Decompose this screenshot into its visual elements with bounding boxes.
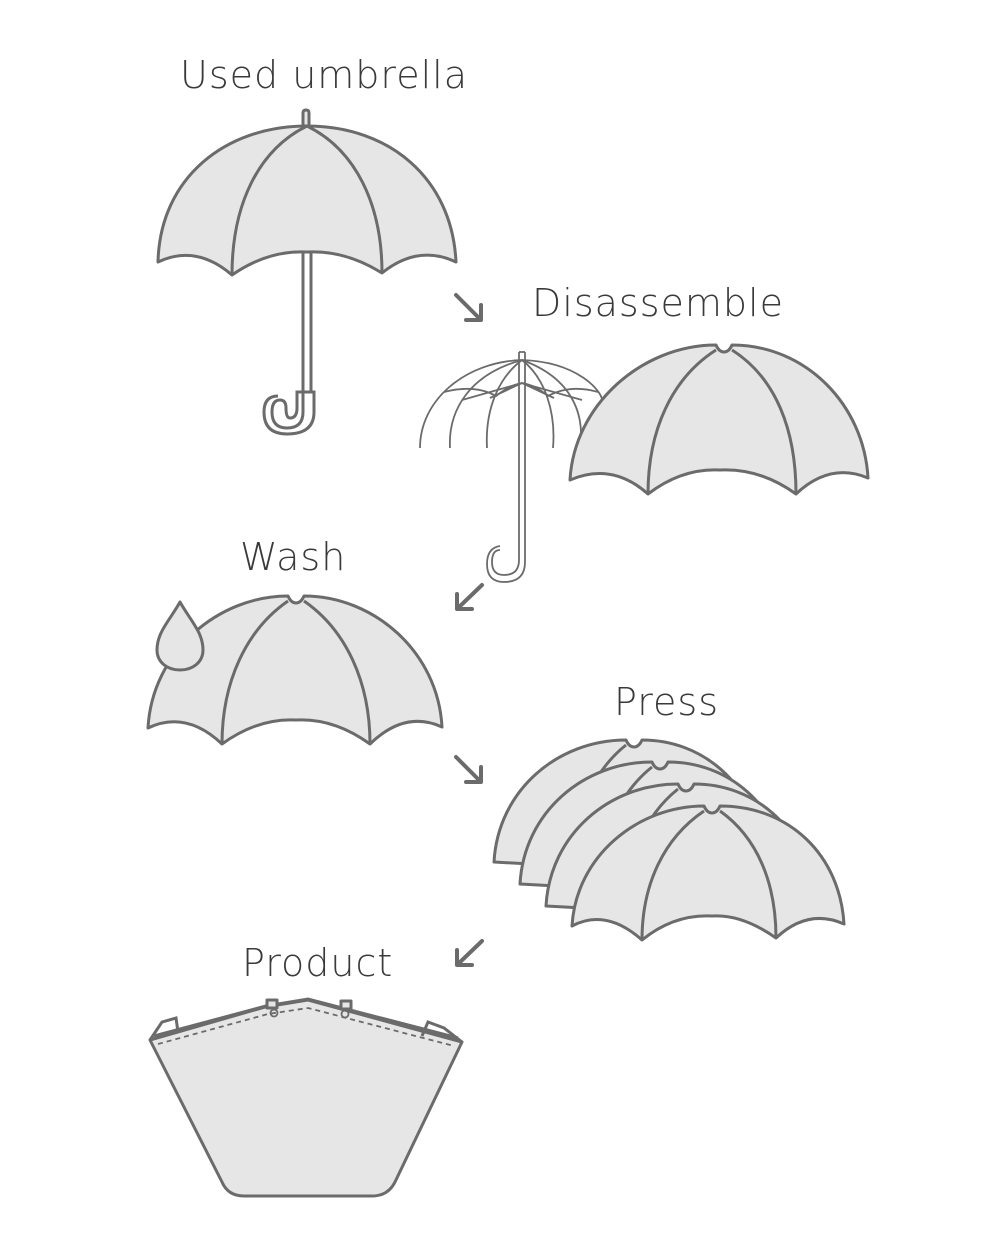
step-label-disassemble: Disassemble [532, 281, 784, 325]
water-drop-icon [155, 600, 205, 672]
step-label-wash: Wash [240, 535, 347, 579]
arrow-icon [454, 293, 483, 322]
arrow-icon [455, 939, 484, 967]
canopy-icon [568, 343, 870, 496]
arrow-icon [454, 755, 483, 784]
umbrella-frame-icon [419, 351, 603, 583]
step-label-product: Product [242, 941, 394, 985]
step-label-used-umbrella: Used umbrella [180, 53, 468, 97]
bag-icon [148, 997, 464, 1198]
step-label-press: Press [614, 680, 720, 724]
arrow-icon [455, 583, 484, 611]
canopy-icon [570, 804, 846, 942]
canopy-icon [146, 594, 444, 746]
umbrella-icon [156, 108, 458, 436]
